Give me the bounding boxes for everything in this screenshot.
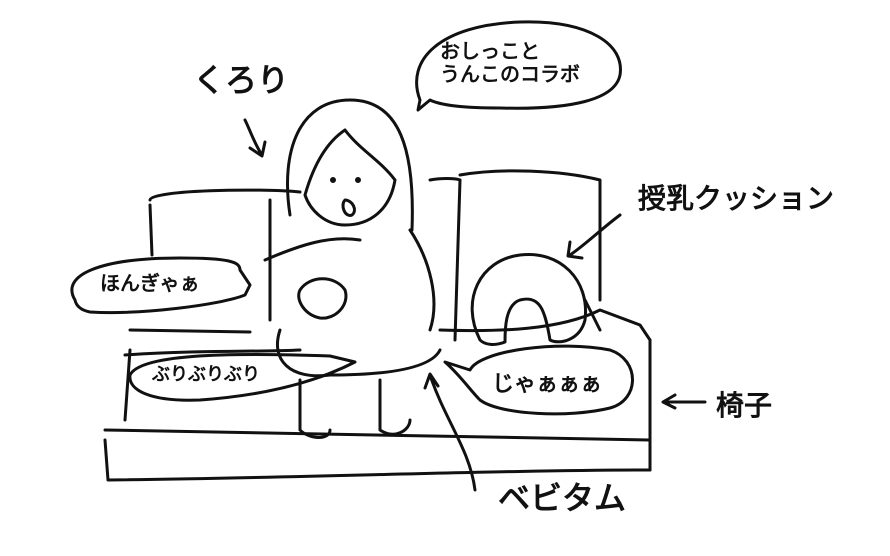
arrow-to-chair: [661, 393, 707, 410]
bubble-pee-shape: [443, 344, 634, 416]
chair-drawing: [103, 169, 652, 482]
pee-sound-text: じゃぁぁぁ: [492, 372, 603, 397]
chair-label: 椅子: [716, 389, 773, 422]
speech-top-line2: うんこのコラボ: [440, 62, 580, 86]
poop-sound-text: ぶりぶりぶり: [152, 364, 260, 385]
arrow-to-bebitum: [423, 372, 477, 492]
bubble-cry-shape: [70, 256, 252, 315]
speech-top-line1: おしっこと: [440, 39, 540, 63]
speech-top: おしっこと うんこのコラボ: [440, 40, 580, 86]
bubble-top-shape: [415, 20, 622, 112]
arrow-to-cushion: [566, 213, 622, 260]
bebitum-label: ベビタム: [498, 479, 627, 517]
character-name: くろり: [193, 61, 290, 99]
nursing-cushion-drawing: [470, 252, 588, 346]
bubble-poop-shape: [128, 352, 357, 402]
arrow-to-mother: [243, 118, 267, 158]
cushion-label: 授乳クッション: [638, 182, 835, 215]
baby-cry-text: ほんぎゃぁ: [100, 271, 200, 295]
